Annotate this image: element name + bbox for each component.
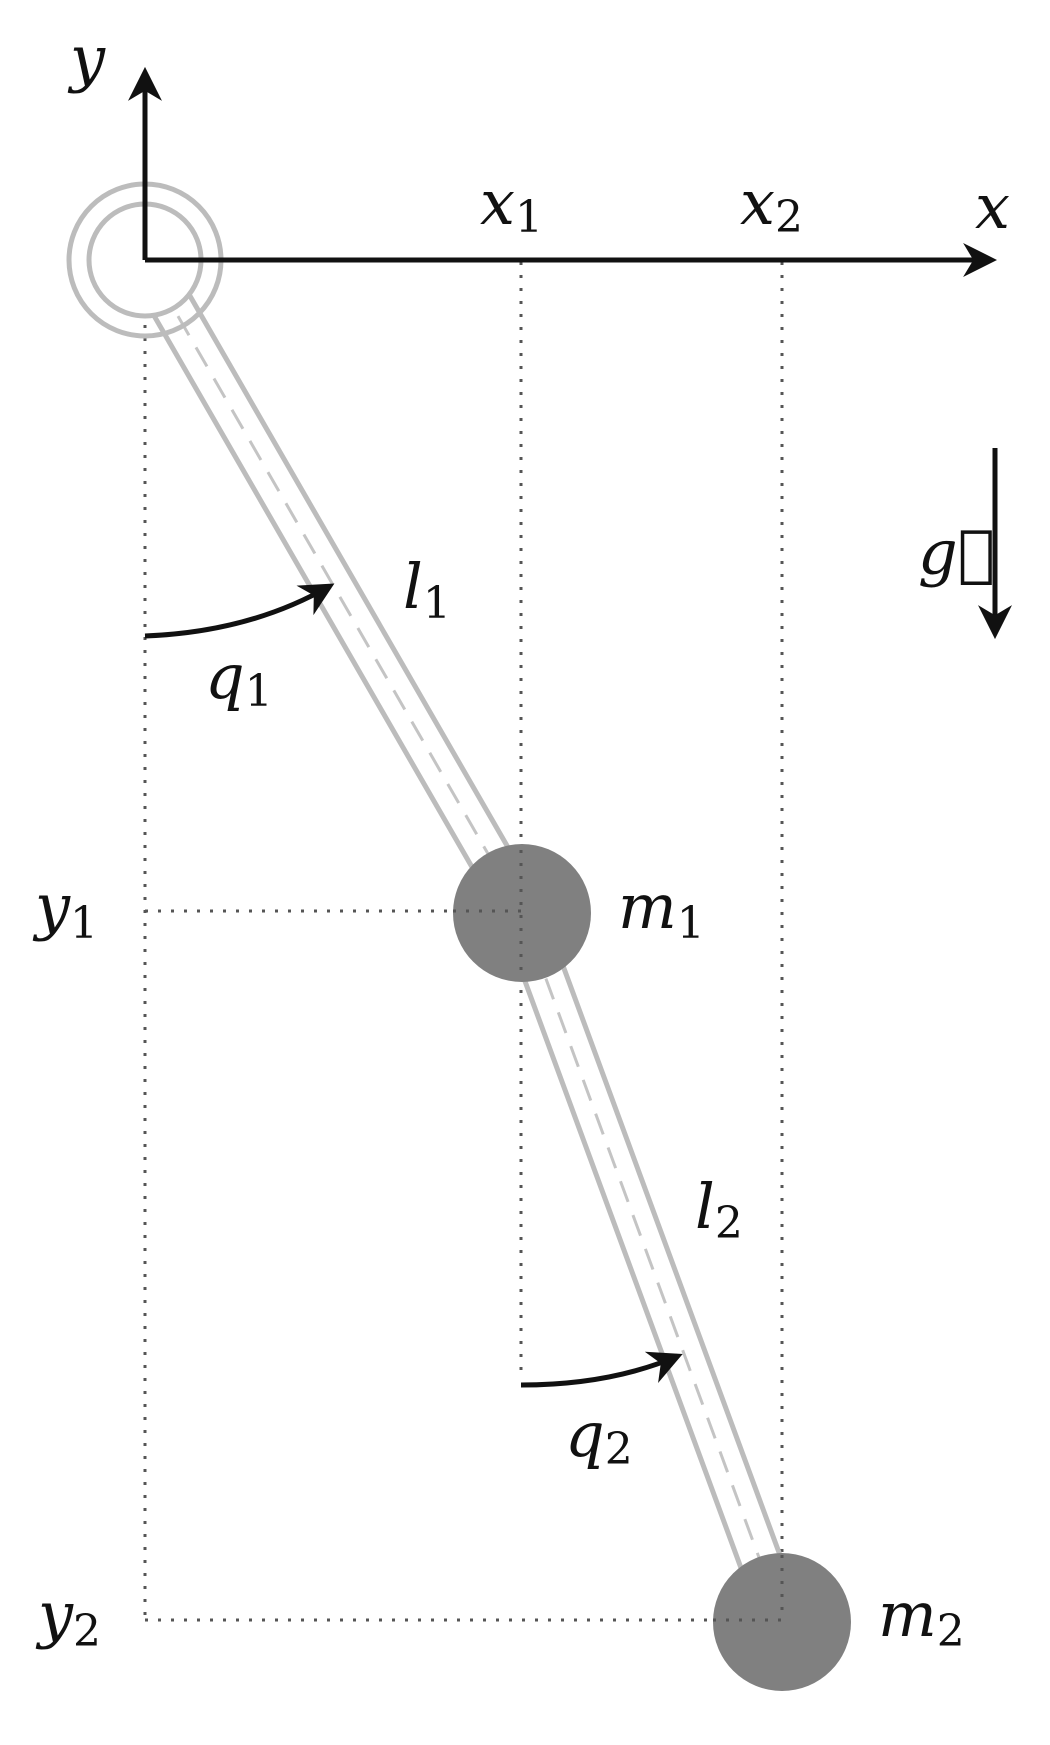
- x-axis-label: x: [975, 170, 1010, 243]
- q2-label: q2: [565, 1398, 633, 1475]
- x1-label: x1: [480, 166, 543, 243]
- gravity-label: g⃗: [918, 516, 995, 589]
- y2-label: y2: [35, 1578, 101, 1657]
- angle-q2-arc: [520, 1351, 683, 1388]
- y1-label: y1: [32, 870, 98, 949]
- l2-label: l2: [695, 1170, 743, 1249]
- mass-2: [713, 1553, 851, 1691]
- q1-label: q1: [205, 640, 273, 717]
- m2-label: m2: [878, 1578, 965, 1657]
- mass-1: [453, 844, 591, 982]
- angle-q1-arc: [144, 583, 335, 639]
- x2-label: x2: [740, 166, 803, 243]
- rod-2: [498, 888, 805, 1643]
- l1-label: l1: [403, 550, 451, 629]
- y-axis-label: y: [67, 22, 106, 95]
- m1-label: m1: [618, 870, 705, 949]
- rod-1: [137, 262, 544, 934]
